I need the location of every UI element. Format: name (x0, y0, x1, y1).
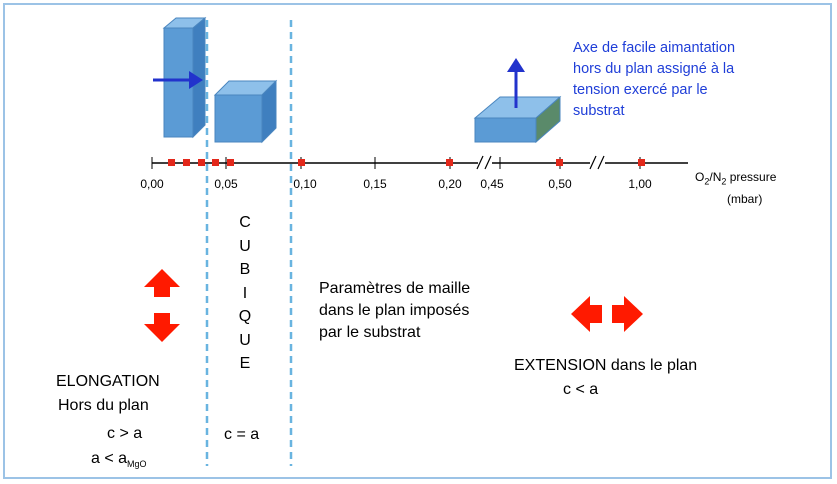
elongation-subtitle: Hors du plan (58, 397, 149, 414)
cubic-letter: U (239, 331, 251, 349)
tick-label: 1,00 (628, 177, 652, 191)
annotation-line: hors du plan assigné à la (573, 61, 735, 77)
text-line: par le substrat (319, 324, 421, 341)
out-of-plane-arrow (507, 58, 525, 108)
cubic-letter: B (239, 261, 251, 278)
figure-frame (3, 3, 832, 479)
marker (638, 159, 645, 166)
marker (556, 159, 563, 166)
axis-break-2a (589, 155, 597, 170)
substrate-parameters-text: Paramètres de maille dans le plan imposé… (319, 278, 470, 344)
cubic-crystal-box (213, 79, 278, 144)
extension-arrows (571, 296, 643, 332)
marker (198, 159, 205, 166)
cubic-letter: C (239, 214, 251, 231)
tick-label: 0,00 (140, 177, 164, 191)
marker (168, 159, 175, 166)
marker (298, 159, 305, 166)
cubic-letter: U (239, 237, 251, 255)
pressure-axis (151, 155, 688, 170)
cubic-letter: I (242, 284, 248, 302)
pressure-markers (168, 159, 645, 166)
cubic-relation: c = a (224, 426, 260, 443)
tick-label: 0,15 (363, 177, 387, 191)
extension-title: EXTENSION dans le plan (514, 357, 698, 374)
axis-break-1a (476, 155, 484, 170)
annotation-line: tension exercé par le (573, 82, 708, 98)
text-line: Paramètres de maille (319, 280, 471, 297)
elongation-relation: c > a (107, 425, 143, 442)
axis-break-1b (484, 155, 492, 170)
tick-label: 0,45 (480, 177, 504, 191)
annotation-line: Axe de facile aimantation (573, 40, 736, 56)
tick-label: 0,10 (293, 177, 317, 191)
elongation-arrows (144, 269, 180, 342)
tick-label: 0,20 (438, 177, 462, 191)
marker (183, 159, 190, 166)
marker (212, 159, 219, 166)
marker (227, 159, 234, 166)
axis-unit: (mbar) (727, 192, 763, 206)
annotation-line: substrat (573, 103, 625, 119)
axis-label: O2/N2 pressure (695, 170, 777, 187)
tick-label: 0,50 (548, 177, 572, 191)
elongation-lattice-relation: a < aMgO (91, 450, 147, 470)
magnetization-annotation: Axe de facile aimantation hors du plan a… (573, 38, 735, 122)
cubic-letter: Q (238, 308, 252, 325)
cubic-label: C U B I Q U E (235, 211, 255, 376)
elongation-title: ELONGATION (56, 373, 160, 390)
extension-relation: c < a (563, 381, 599, 398)
text-line: dans le plan imposés (319, 302, 470, 319)
tick-label: 0,05 (214, 177, 238, 191)
cubic-letter: E (239, 355, 251, 372)
in-plane-arrow (153, 71, 203, 89)
marker (446, 159, 453, 166)
axis-break-2b (597, 155, 605, 170)
